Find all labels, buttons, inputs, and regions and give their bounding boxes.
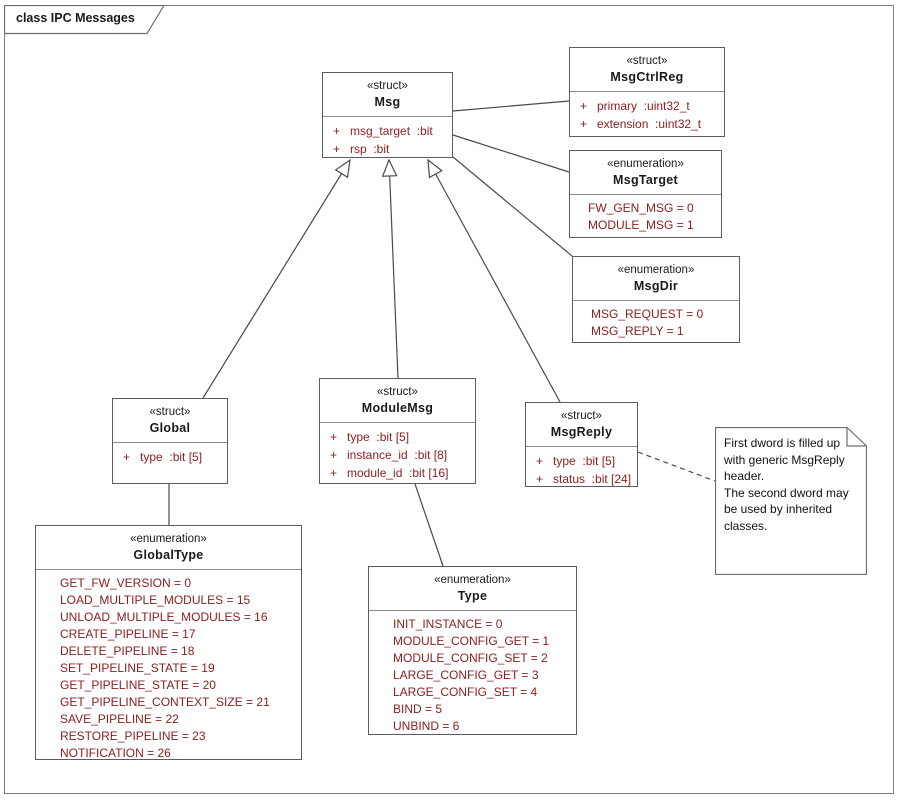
generalization-msgreply-msg[interactable] — [427, 158, 561, 403]
association-msg-msgctrlreg[interactable] — [452, 100, 570, 112]
enum-literal-row: MSG_REQUEST = 0 — [591, 307, 704, 321]
class-name: MsgCtrlReg — [610, 70, 684, 84]
class-msgctrlreg[interactable]: «struct» MsgCtrlReg + primary :uint32_t+… — [569, 47, 725, 137]
class-msgtarget[interactable]: «enumeration» MsgTarget FW_GEN_MSG = 0 MO… — [569, 150, 722, 238]
stereotype-label: «struct» — [561, 410, 602, 422]
stereotype-label: «struct» — [367, 80, 408, 92]
enum-literal-row: FW_GEN_MSG = 0 — [588, 201, 694, 215]
enum-literal-row: LOAD_MULTIPLE_MODULES = 15 — [60, 593, 251, 607]
class-name: Global — [149, 421, 191, 435]
attribute-compartment: + type :bit [5] — [113, 443, 227, 470]
attribute-row: + primary :uint32_t — [580, 99, 690, 113]
stereotype-label: «enumeration» — [434, 574, 511, 586]
enum-literal-row: NOTIFICATION = 26 — [60, 746, 171, 760]
enum-literal-row: SAVE_PIPELINE = 22 — [60, 712, 179, 726]
note[interactable]: First dword is filled up with generic Ms… — [714, 426, 868, 576]
class-name: Msg — [374, 95, 401, 109]
enum-literal-row: DELETE_PIPELINE = 18 — [60, 644, 195, 658]
enum-literal-compartment: MSG_REQUEST = 0 MSG_REPLY = 1 — [573, 301, 739, 342]
attribute-compartment: + msg_target :bit + rsp :bit — [323, 117, 452, 157]
attribute-row: + module_id :bit [16] — [330, 466, 449, 480]
generalization-modulemsg-msg[interactable] — [381, 158, 399, 379]
attribute-row: + extension :uint32_t — [580, 117, 702, 131]
class-name: ModuleMsg — [361, 401, 434, 415]
note-shape — [714, 426, 868, 576]
enum-literal-row: CREATE_PIPELINE = 17 — [60, 627, 196, 641]
enum-literal-row: LARGE_CONFIG_GET = 3 — [393, 668, 539, 682]
enum-literal-compartment: GET_FW_VERSION = 0 LOAD_MULTIPLE_MODULES … — [36, 570, 301, 760]
attribute-row: + type :bit [5] — [123, 450, 203, 464]
attribute-row: + status :bit [24] — [536, 472, 632, 486]
enum-literal-row: BIND = 5 — [393, 702, 443, 716]
enum-literal-row: INIT_INSTANCE = 0 — [393, 617, 503, 631]
attribute-compartment: + primary :uint32_t + extension :uint32_t — [570, 92, 724, 136]
tab-shape — [3, 4, 166, 35]
enum-literal-compartment: INIT_INSTANCE = 0 MODULE_CONFIG_GET = 1 MO… — [369, 611, 576, 734]
generalization-global-msg[interactable] — [202, 158, 351, 399]
enum-literal-row: LARGE_CONFIG_SET = 4 — [393, 685, 538, 699]
class-type[interactable]: «enumeration» Type INIT_INSTANCE = 0 MODU… — [368, 566, 577, 735]
class-name: MsgReply — [550, 425, 613, 439]
enum-literal-row: MODULE_CONFIG_SET = 2 — [393, 651, 548, 665]
stereotype-label: «struct» — [626, 55, 668, 67]
class-msg[interactable]: «struct» Msg + msg_target :bit + rsp :bit — [322, 72, 453, 158]
diagram-frame — [4, 5, 894, 794]
note-fold-corner — [846, 427, 867, 447]
stereotype-label: «enumeration» — [130, 533, 207, 545]
attribute-row: + instance_id :bit [8] — [330, 448, 448, 462]
class-msgreply[interactable]: «struct» MsgReply + type :bit [5] + statu… — [525, 402, 638, 487]
stereotype-label: «enumeration» — [617, 264, 695, 276]
note-text: First dword is filled up with generic Ms… — [724, 436, 849, 533]
attribute-row: + rsp :bit — [333, 142, 390, 156]
enum-literal-row: MODULE_CONFIG_GET = 1 — [393, 634, 550, 648]
stereotype-label: «struct» — [377, 386, 418, 398]
class-globaltype[interactable]: «enumeration» GlobalType GET_FW_VERSION … — [35, 525, 302, 760]
attribute-row: + type :bit [5] — [330, 430, 410, 444]
enum-literal-row: MSG_REPLY = 1 — [591, 324, 684, 338]
attribute-compartment: + type :bit [5] + instance_id :bit [8] + m… — [320, 423, 475, 483]
class-name: Type — [457, 589, 488, 603]
diagram-title: class IPC Messages — [16, 11, 135, 25]
class-name: GlobalType — [133, 548, 204, 562]
enum-literal-row: RESTORE_PIPELINE = 23 — [60, 729, 206, 743]
enum-literal-row: UNLOAD_MULTIPLE_MODULES = 16 — [60, 610, 268, 624]
enum-literal-row: GET_PIPELINE_CONTEXT_SIZE = 21 — [60, 695, 270, 709]
notelink-msgreply-note[interactable] — [637, 451, 716, 482]
class-modulemsg[interactable]: «struct» ModuleMsg + type :bit [5] + inst… — [319, 378, 476, 484]
class-name: MsgTarget — [613, 173, 678, 187]
enum-literal-row: SET_PIPELINE_STATE = 19 — [60, 661, 215, 675]
stereotype-label: «struct» — [149, 406, 191, 418]
attribute-compartment: + type :bit [5] + status :bit [24] — [526, 447, 637, 486]
association-modulemsg-type[interactable] — [414, 483, 444, 567]
enum-literal-row: GET_FW_VERSION = 0 — [60, 576, 192, 590]
enum-literal-row: GET_PIPELINE_STATE = 20 — [60, 678, 216, 692]
enum-literal-row: UNBIND = 6 — [393, 719, 460, 733]
enum-literal-row: MODULE_MSG = 1 — [588, 218, 694, 232]
attribute-row: + msg_target :bit — [333, 124, 433, 138]
association-msg-msgdir[interactable] — [452, 156, 573, 257]
association-msg-msgtarget[interactable] — [452, 134, 570, 173]
class-global[interactable]: «struct» Global + type :bit [5] — [112, 398, 228, 484]
class-name: MsgDir — [633, 279, 679, 293]
stereotype-label: «enumeration» — [607, 158, 684, 170]
enum-literal-compartment: FW_GEN_MSG = 0 MODULE_MSG = 1 — [570, 195, 721, 237]
diagram-title-tab: class IPC Messages — [3, 4, 174, 35]
attribute-row: + type :bit [5] — [536, 454, 616, 468]
